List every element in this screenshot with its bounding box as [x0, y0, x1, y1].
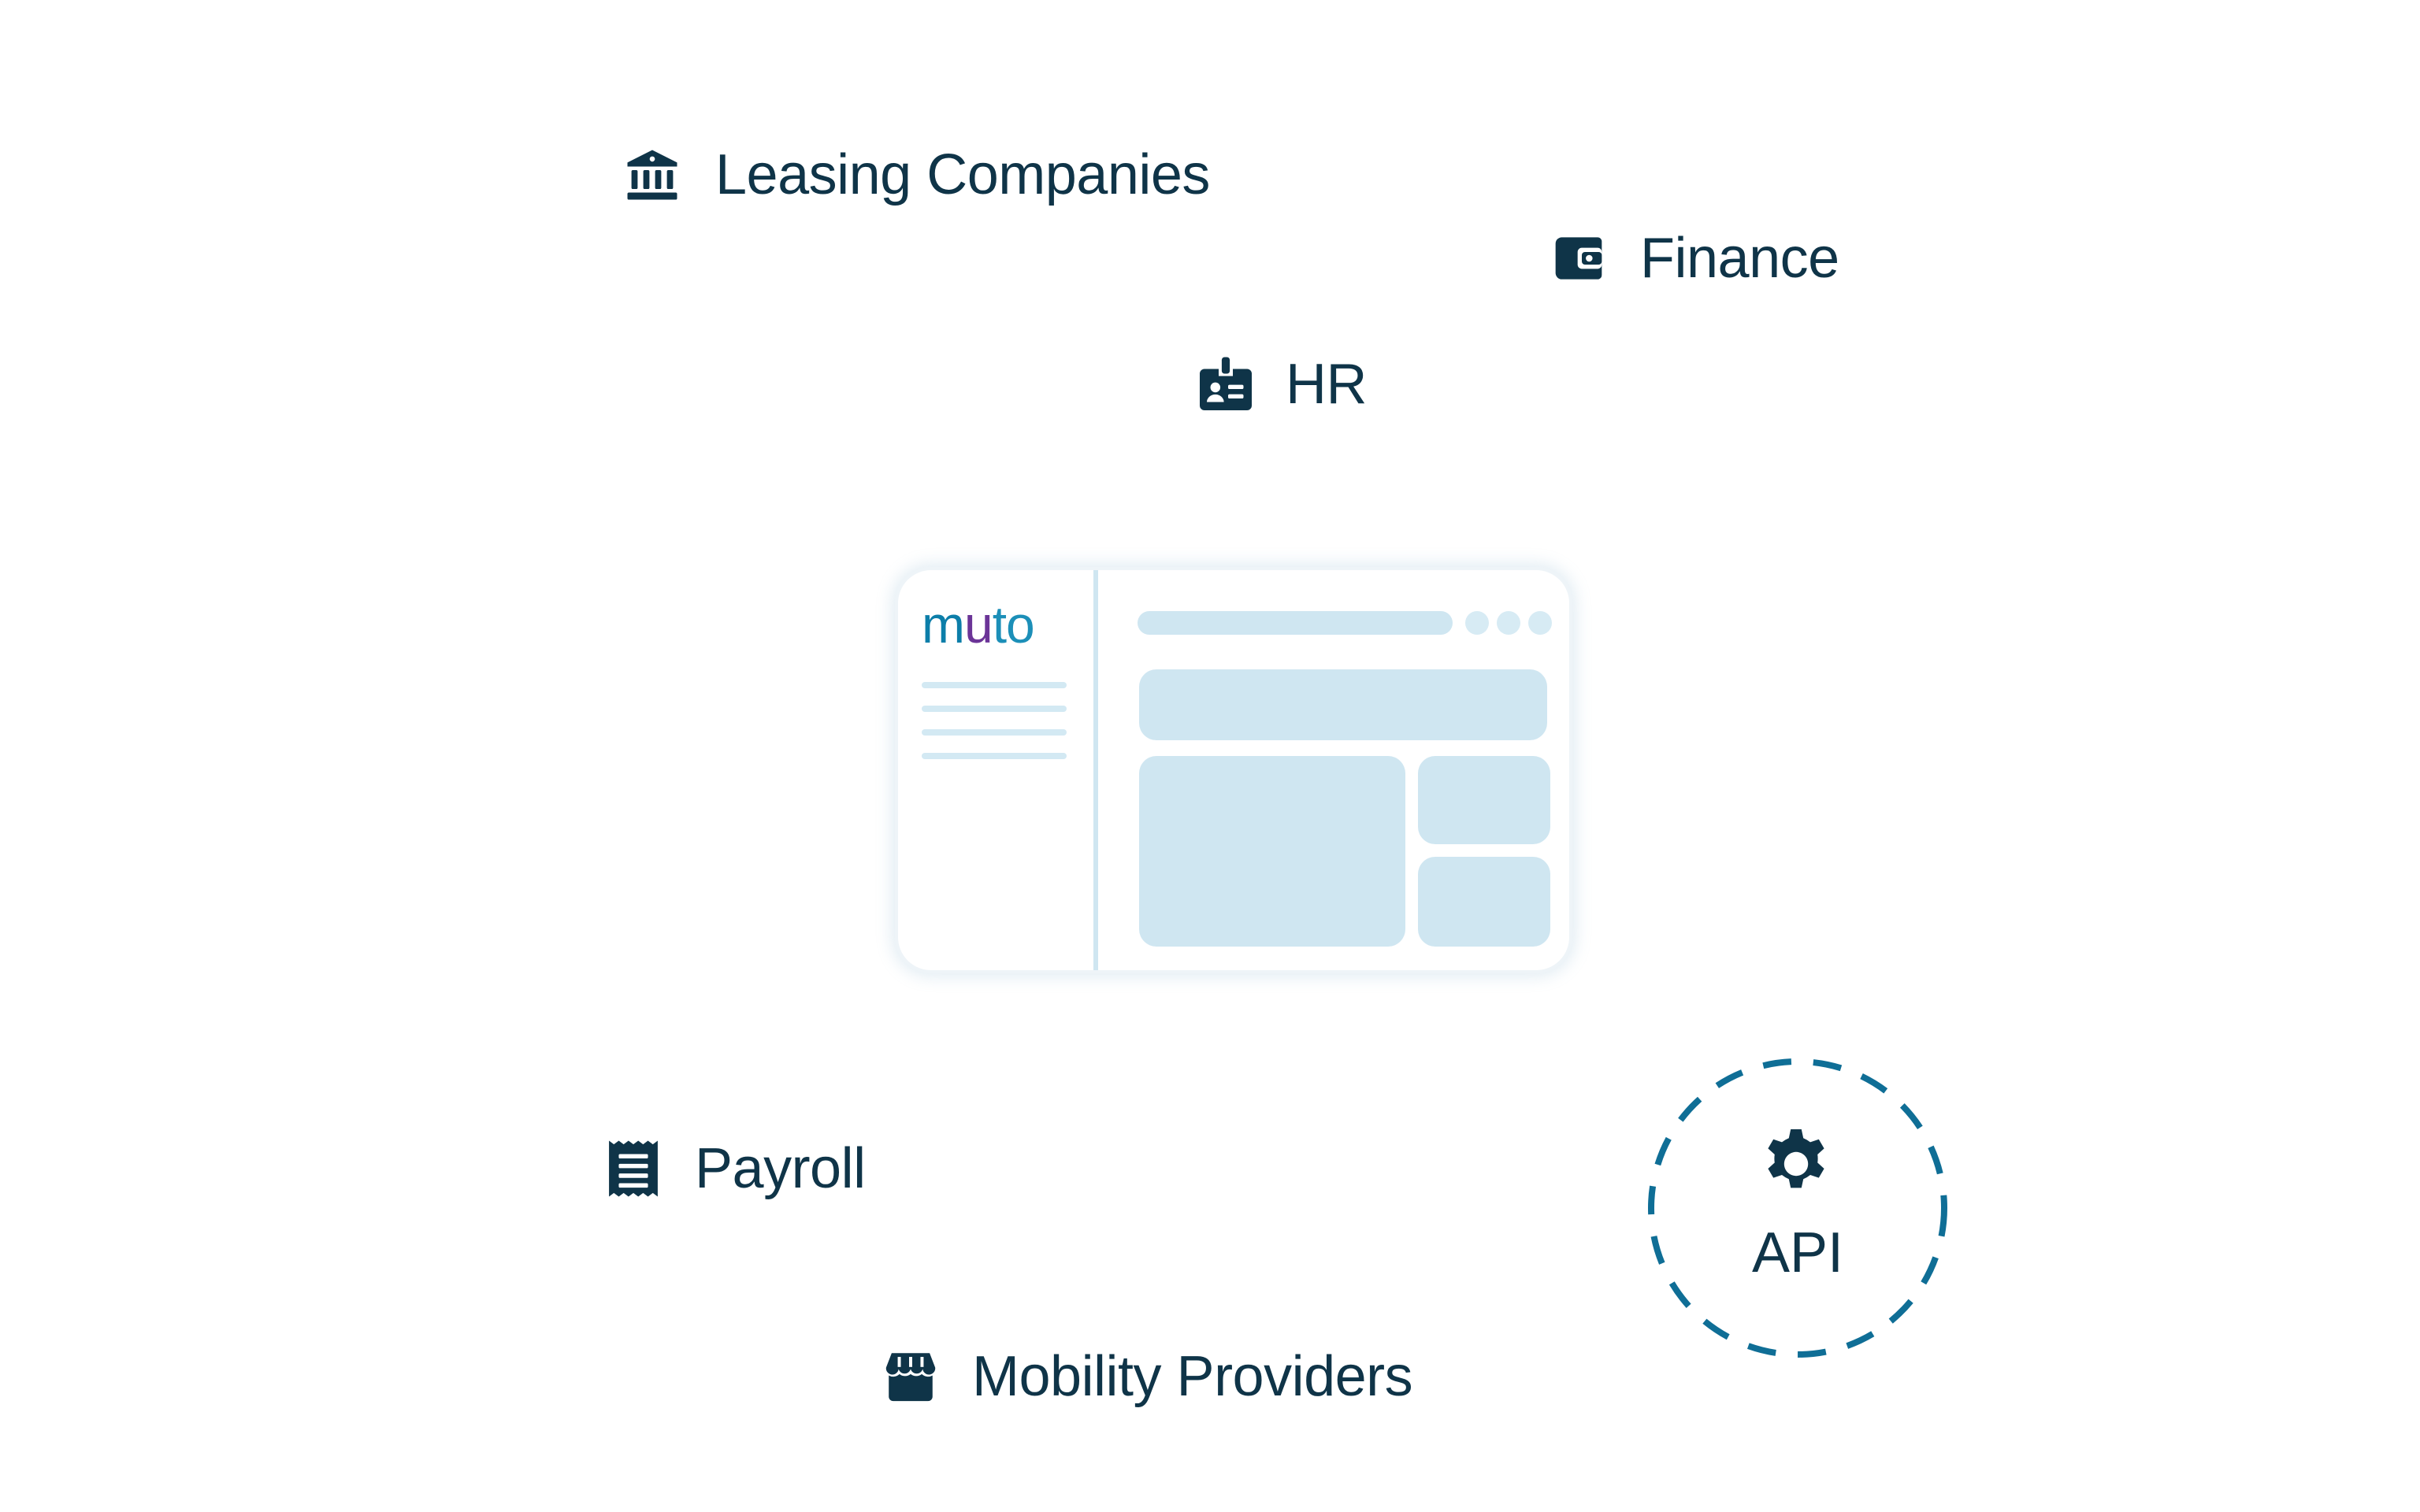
sidebar-line	[922, 753, 1067, 759]
header-dot	[1528, 611, 1552, 635]
node-payroll: Payroll	[607, 1139, 866, 1199]
sidebar-divider	[1093, 570, 1098, 970]
banner-placeholder	[1139, 669, 1547, 740]
side-panel-placeholder	[1418, 756, 1550, 844]
node-label: Leasing Companies	[715, 143, 1210, 206]
app-mockup: muto	[895, 567, 1572, 973]
header-dot	[1465, 611, 1489, 635]
node-label: Mobility Providers	[972, 1345, 1413, 1408]
sidebar-line	[922, 682, 1067, 688]
node-api: API	[1643, 1054, 1952, 1362]
sidebar-line	[922, 729, 1067, 736]
sidebar-line	[922, 706, 1067, 712]
node-label: HR	[1286, 353, 1368, 416]
storefront-icon	[885, 1353, 936, 1402]
node-label: Payroll	[695, 1137, 866, 1200]
dashed-ring	[1648, 1058, 1947, 1358]
node-finance: Finance	[1552, 230, 1839, 287]
header-dot	[1497, 611, 1520, 635]
main-panel-placeholder	[1139, 756, 1405, 947]
node-mobility-providers: Mobility Providers	[882, 1345, 1413, 1408]
muto-logo: muto	[922, 595, 1035, 654]
bank-icon	[627, 150, 677, 200]
gear-icon	[1768, 1129, 1824, 1188]
node-label: Finance	[1640, 227, 1839, 290]
wallet-icon	[1555, 237, 1602, 280]
receipt-icon	[609, 1140, 658, 1197]
node-leasing-companies: Leasing Companies	[622, 146, 1210, 203]
side-panel-placeholder	[1418, 857, 1550, 947]
api-label: API	[1751, 1221, 1844, 1284]
id-badge-icon	[1200, 357, 1252, 410]
node-hr: HR	[1197, 353, 1368, 416]
header-bar-placeholder	[1138, 611, 1453, 635]
